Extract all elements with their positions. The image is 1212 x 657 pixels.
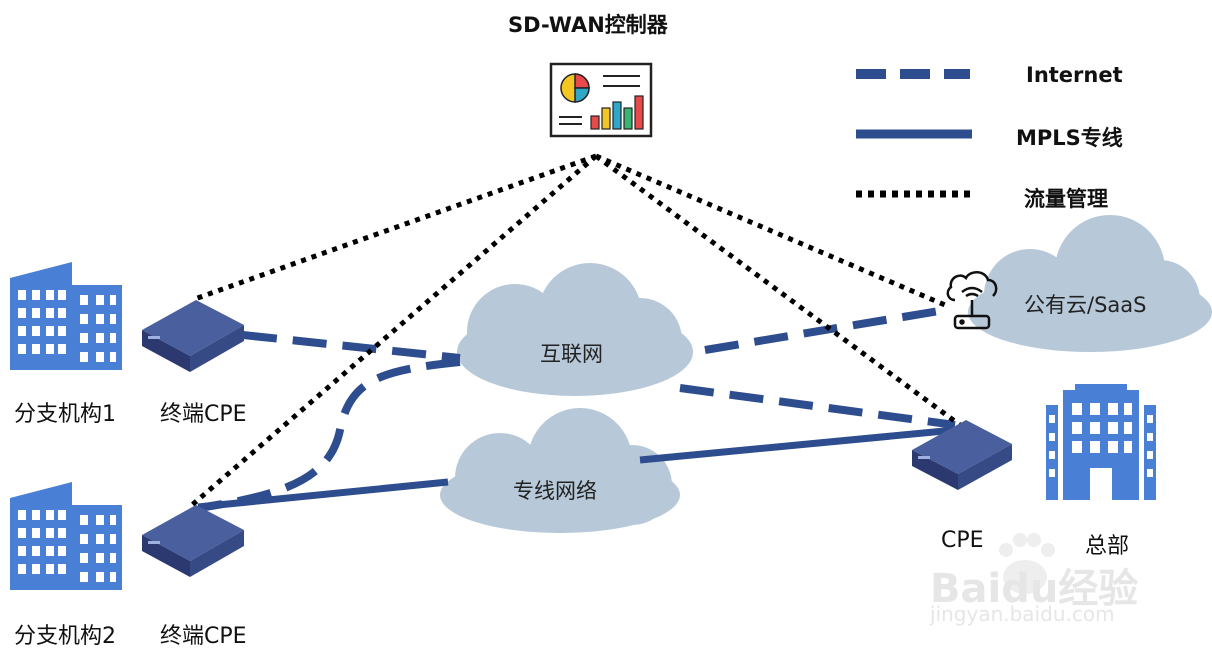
traffic-management-links [190,153,962,507]
branch1-building-icon [10,262,122,370]
watermark-text: Baidu经验 [930,566,1139,612]
mpls-cloud [440,408,680,533]
branch2-cpe-device-icon [142,505,244,577]
branch1-label: 分支机构1 [14,402,116,427]
public-cloud [968,215,1212,352]
branch1-cpe-device-icon [142,300,244,372]
mpls-cloud-label: 专线网络 [513,479,597,503]
cloud-router-icon [946,271,998,330]
hq-building-icon [1046,384,1156,500]
branch2-building-icon [10,482,122,590]
legend-traffic-label: 流量管理 [1024,187,1108,211]
hq-label: 总部 [1085,534,1130,559]
controller-title: SD-WAN控制器 [508,13,668,37]
branch2-cpe-label: 终端CPE [160,624,247,649]
branch1-cpe-label: 终端CPE [160,402,247,427]
internet-cloud [457,263,693,396]
legend-mpls-label: MPLS专线 [1016,126,1123,150]
branch2-label: 分支机构2 [14,624,116,649]
public-cloud-label: 公有云/SaaS [1024,293,1147,317]
internet-links [204,306,956,511]
legend-samples [856,69,972,198]
hq-cpe-label: CPE [941,528,984,553]
hq-cpe-device-icon [912,420,1012,490]
controller-dashboard-icon [549,62,653,138]
legend-internet-label: Internet [1026,63,1123,87]
internet-cloud-label: 互联网 [540,342,603,366]
watermark-url: jingyan.baidu.com [930,602,1115,626]
baidu-paw-watermark-icon [999,533,1055,594]
